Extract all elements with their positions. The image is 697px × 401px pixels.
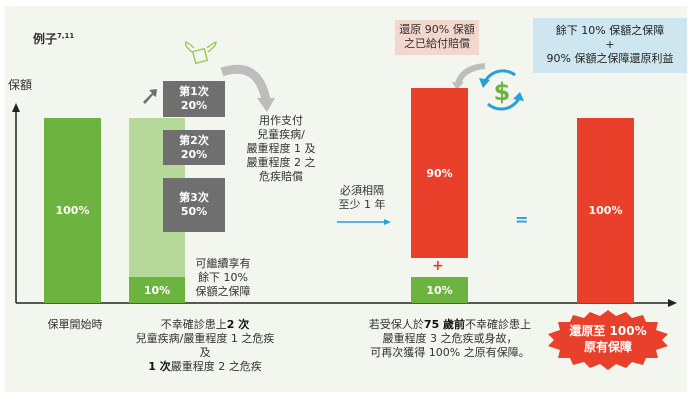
svg-text:$: $	[494, 78, 511, 106]
y-axis-arrowhead	[12, 103, 20, 112]
restore-arrow-icon	[455, 63, 486, 85]
caption-restore: 若受保人於75 歲前不幸確診患上 嚴重程度 3 之危疾或身故，可再次獲得 100…	[368, 318, 532, 359]
bar-restored: 90%	[411, 88, 468, 258]
winged-money-icon	[185, 41, 217, 65]
x-axis-arrowhead	[668, 299, 677, 307]
starburst-text: 還原至 100%原有保障	[569, 324, 647, 354]
caption-policy-start: 保單開始時	[47, 318, 103, 331]
sum-box: 餘下 10% 保額之保障+90% 保額之保障還原利益	[533, 18, 687, 73]
example-title: 例子7,11	[33, 32, 75, 46]
starburst-badge	[548, 310, 668, 370]
y-axis-label: 保額	[8, 78, 33, 92]
bar-base: 10%	[411, 277, 468, 303]
dollar-cycle-icon: $	[479, 69, 524, 111]
bar-final: 100%	[577, 118, 634, 303]
plus-sign: +	[432, 258, 444, 274]
curved-arrow-icon	[220, 64, 271, 102]
bar-remaining: 10%	[129, 277, 185, 303]
remaining-note: 可繼續享有餘下 10%保額之保障	[195, 257, 251, 298]
equals-sign: =	[515, 210, 529, 229]
restore-box: 還原 90% 保額之已給付賠償	[395, 20, 479, 55]
interval-note: 必須相隔至少 1 年	[338, 184, 386, 211]
payout-note: 用作支付兒童疾病/嚴重程度 1 及嚴重程度 2 之危疾賠償	[246, 114, 316, 183]
caption-claims: 不幸確診患上2 次 兒童疾病/嚴重程度 1 之危疾及 1 次嚴重程度 2 之危疾	[135, 318, 275, 373]
bar-policy-start: 100%	[44, 118, 101, 303]
